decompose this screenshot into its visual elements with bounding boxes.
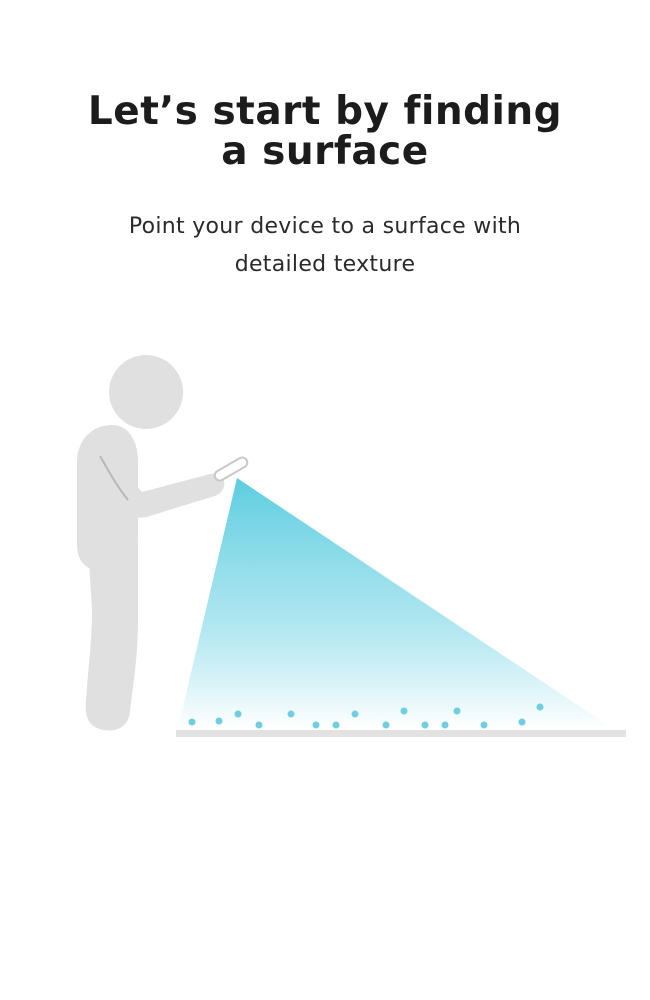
instruction-line-1: Point your device to a surface with [128, 214, 522, 239]
feature-point [332, 721, 340, 729]
feature-point [215, 717, 223, 725]
feature-point [234, 710, 242, 718]
feature-point [421, 721, 429, 729]
page-title: Let’s start by finding a surface [0, 92, 650, 172]
feature-point [287, 710, 295, 718]
feature-point [480, 721, 488, 729]
title-line-1: Let’s start by finding [87, 89, 563, 134]
person-figure [77, 355, 225, 731]
feature-point [351, 710, 359, 718]
title-line-2: a surface [221, 129, 429, 174]
instruction-text: Point your device to a surface with deta… [0, 208, 650, 284]
feature-point [312, 721, 320, 729]
instruction-line-2: detailed texture [234, 252, 416, 277]
camera-beam [178, 478, 612, 728]
feature-point [453, 707, 461, 715]
feature-point [441, 721, 449, 729]
feature-point [400, 707, 408, 715]
feature-point [518, 718, 526, 726]
feature-point [382, 721, 390, 729]
feature-point [255, 721, 263, 729]
floor-surface [176, 730, 626, 737]
feature-points [188, 703, 544, 729]
phone-icon [213, 456, 249, 482]
feature-point [536, 703, 544, 711]
person-head [109, 355, 183, 429]
feature-point [188, 718, 196, 726]
person-leg [85, 545, 138, 731]
person-arm [98, 450, 225, 518]
arm-shadow-line [99, 455, 129, 501]
